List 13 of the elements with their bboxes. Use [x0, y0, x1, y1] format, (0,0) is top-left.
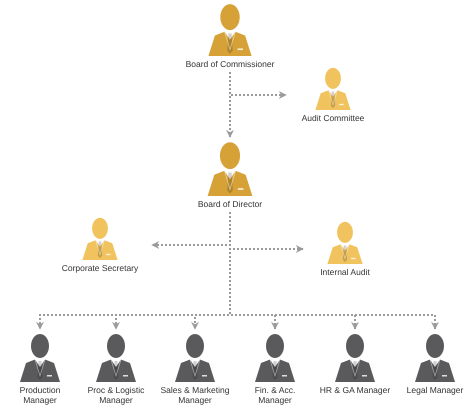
role-label: Corporate Secretary — [62, 264, 138, 274]
role-label: Audit Committee — [302, 114, 364, 124]
arrow — [229, 72, 287, 99]
arrow — [229, 212, 439, 330]
role-label: Proc & Logistic Manager — [86, 386, 146, 406]
role-label: Board of Commissioner — [186, 60, 274, 70]
role-label: Internal Audit — [320, 268, 370, 278]
role-label: Legal Manager — [406, 386, 464, 396]
role-label: Board of Director — [198, 200, 262, 210]
role-label: Sales & Marketing Manager — [160, 386, 230, 406]
role-label: HR & GA Manager — [320, 386, 390, 396]
role-label: Fin. & Acc. Manager — [254, 386, 296, 406]
role-label: Production Manager — [18, 386, 62, 406]
